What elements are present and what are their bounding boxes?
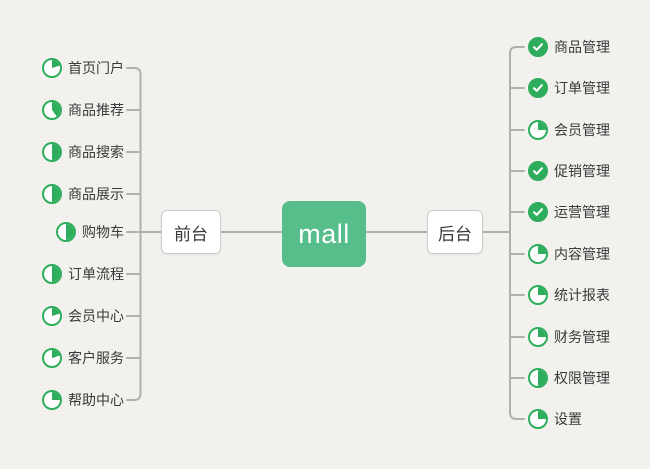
check-icon — [533, 208, 543, 216]
topic-label: 商品展示 — [68, 186, 124, 202]
pie-icon — [44, 60, 60, 76]
topic-row[interactable]: 权限管理 — [528, 367, 610, 389]
branch-node-front[interactable]: 前台 — [161, 210, 221, 254]
pie-icon — [530, 329, 546, 345]
pie-icon — [44, 308, 60, 324]
progress-icon — [528, 368, 548, 388]
check-icon — [533, 43, 543, 51]
topic-row[interactable]: 客户服务 — [42, 347, 124, 369]
progress-icon — [42, 306, 62, 326]
topic-row[interactable]: 帮助中心 — [42, 389, 124, 411]
progress-icon — [42, 348, 62, 368]
topic-label: 促销管理 — [554, 163, 610, 179]
progress-icon — [528, 327, 548, 347]
check-icon — [533, 167, 543, 175]
progress-icon — [42, 142, 62, 162]
progress-icon — [528, 202, 548, 222]
topic-row[interactable]: 内容管理 — [528, 243, 610, 265]
progress-icon — [528, 409, 548, 429]
branch-node-back[interactable]: 后台 — [427, 210, 483, 254]
topic-label: 商品管理 — [554, 39, 610, 55]
topic-label: 会员中心 — [68, 308, 124, 324]
pie-icon — [44, 144, 60, 160]
pie-icon — [530, 287, 546, 303]
topic-label: 订单流程 — [68, 266, 124, 282]
topic-label: 购物车 — [82, 224, 124, 240]
progress-icon — [528, 161, 548, 181]
progress-icon — [42, 58, 62, 78]
topic-label: 会员管理 — [554, 122, 610, 138]
topic-row[interactable]: 财务管理 — [528, 326, 610, 348]
progress-icon — [42, 264, 62, 284]
pie-icon — [58, 224, 74, 240]
progress-icon — [528, 120, 548, 140]
progress-icon — [528, 37, 548, 57]
pie-icon — [44, 186, 60, 202]
progress-icon — [528, 285, 548, 305]
topic-label: 订单管理 — [554, 80, 610, 96]
topic-row[interactable]: 商品搜索 — [42, 141, 124, 163]
progress-icon — [42, 184, 62, 204]
topic-row[interactable]: 会员中心 — [42, 305, 124, 327]
topic-label: 内容管理 — [554, 246, 610, 262]
topic-row[interactable]: 设置 — [528, 408, 582, 430]
topic-label: 运营管理 — [554, 204, 610, 220]
topic-label: 客户服务 — [68, 350, 124, 366]
check-icon — [533, 84, 543, 92]
progress-icon — [56, 222, 76, 242]
pie-icon — [44, 266, 60, 282]
topic-row[interactable]: 订单流程 — [42, 263, 124, 285]
pie-icon — [530, 370, 546, 386]
topic-row[interactable]: 促销管理 — [528, 160, 610, 182]
root-node-mall[interactable]: mall — [282, 201, 366, 267]
pie-icon — [530, 246, 546, 262]
topic-row[interactable]: 统计报表 — [528, 284, 610, 306]
topic-label: 帮助中心 — [68, 392, 124, 408]
pie-icon — [44, 392, 60, 408]
topic-row[interactable]: 商品展示 — [42, 183, 124, 205]
progress-icon — [528, 78, 548, 98]
topic-label: 商品搜索 — [68, 144, 124, 160]
topic-label: 财务管理 — [554, 329, 610, 345]
progress-icon — [528, 244, 548, 264]
pie-icon — [44, 102, 60, 118]
topic-row[interactable]: 会员管理 — [528, 119, 610, 141]
pie-icon — [44, 350, 60, 366]
topic-label: 首页门户 — [68, 60, 124, 76]
topic-row[interactable]: 商品推荐 — [42, 99, 124, 121]
pie-icon — [530, 122, 546, 138]
topic-label: 商品推荐 — [68, 102, 124, 118]
topic-row[interactable]: 购物车 — [56, 221, 124, 243]
topic-label: 统计报表 — [554, 287, 610, 303]
pie-icon — [530, 411, 546, 427]
topic-label: 权限管理 — [554, 370, 610, 386]
topic-row[interactable]: 商品管理 — [528, 36, 610, 58]
topic-label: 设置 — [554, 411, 582, 427]
topic-row[interactable]: 订单管理 — [528, 77, 610, 99]
topic-row[interactable]: 运营管理 — [528, 201, 610, 223]
topic-row[interactable]: 首页门户 — [42, 57, 124, 79]
progress-icon — [42, 390, 62, 410]
progress-icon — [42, 100, 62, 120]
